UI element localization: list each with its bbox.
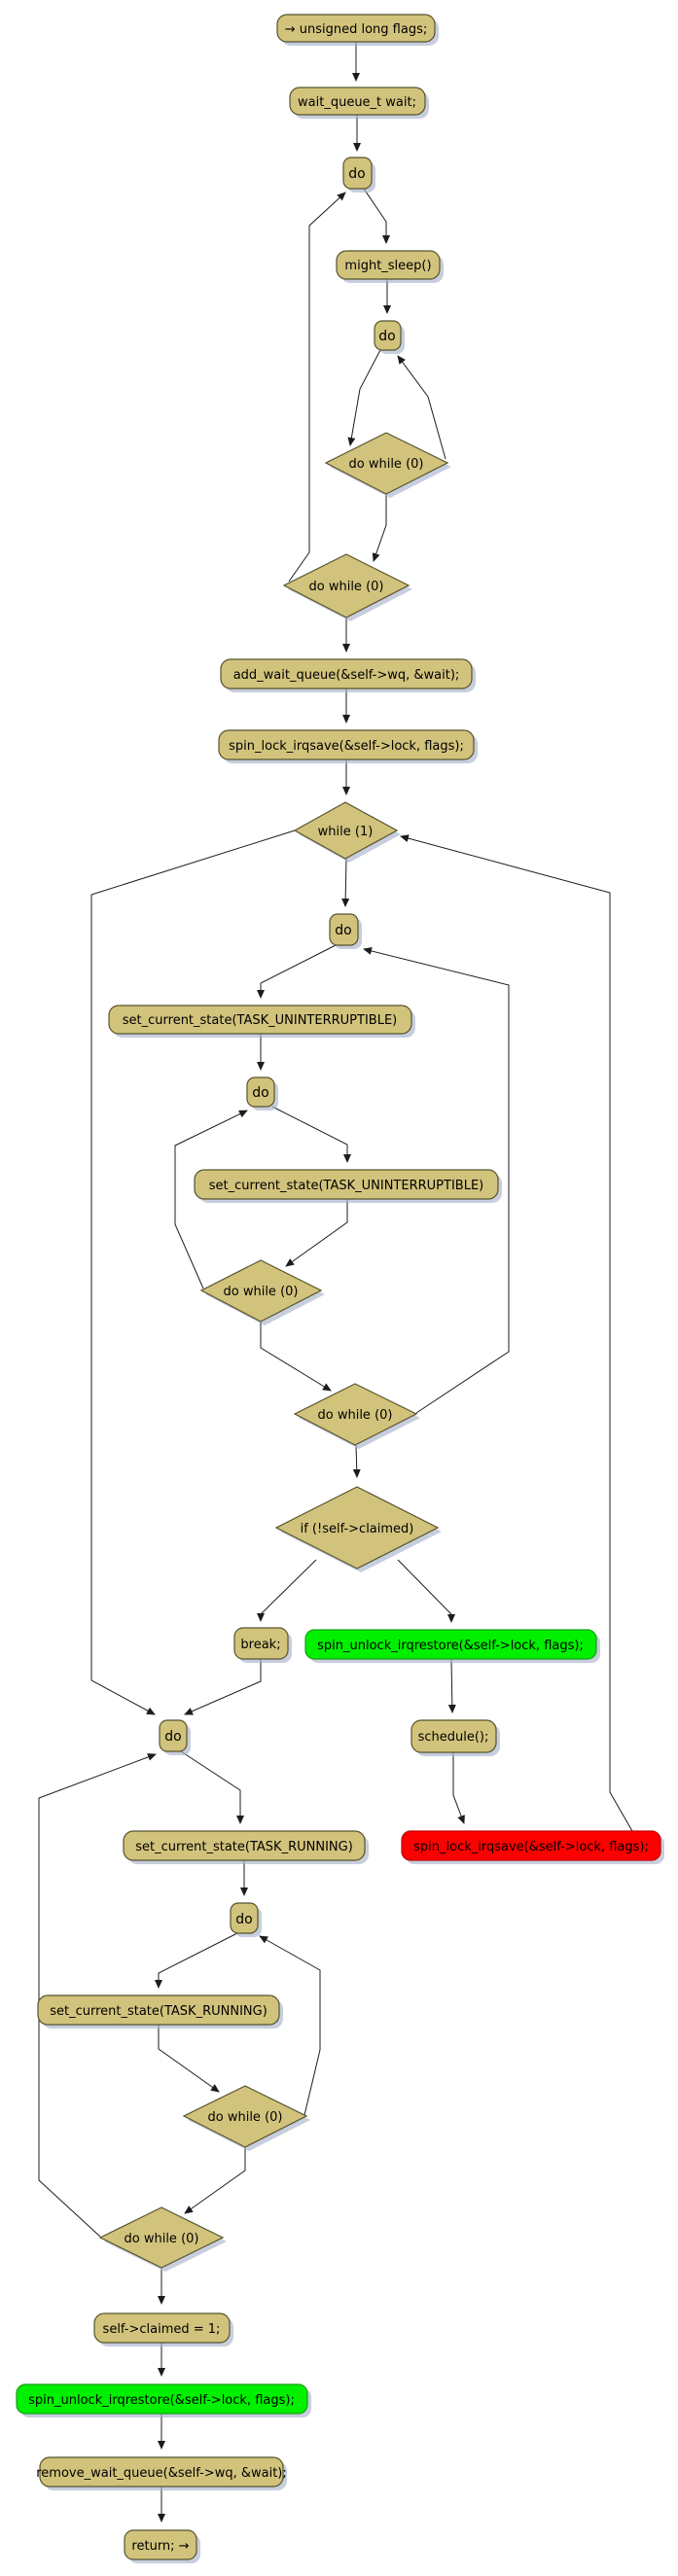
node-start-flags: → unsigned long flags; <box>276 14 439 46</box>
node-dowhile-might-inner: do while (0) <box>324 432 451 498</box>
node-while-1: while (1) <box>293 801 401 863</box>
node-label: spin_lock_irqsave(&self->lock, flags); <box>229 739 464 754</box>
edge-setstate2-to-dowhile-unint-inner <box>285 1199 348 1267</box>
node-label: set_current_state(TASK_UNINTERRUPTIBLE) <box>123 1013 397 1028</box>
node-label: spin_unlock_irqrestore(&self->lock, flag… <box>28 2393 295 2408</box>
node-label: do <box>164 1729 181 1745</box>
node-dowhile-running-outer: do while (0) <box>98 2206 227 2272</box>
node-label: break; <box>240 1638 280 1652</box>
edge-if-to-break <box>257 1559 317 1622</box>
node-label: spin_unlock_irqrestore(&self->lock, flag… <box>317 1639 584 1653</box>
node-label: schedule(); <box>418 1730 489 1745</box>
edge-dowhile-running-outer-back <box>38 1753 157 2238</box>
node-label: set_current_state(TASK_UNINTERRUPTIBLE) <box>209 1179 483 1193</box>
node-do-might-inner: do <box>374 320 405 354</box>
node-label: do while (0) <box>318 1408 393 1423</box>
node-label: set_current_state(TASK_RUNNING) <box>50 2004 268 2019</box>
node-do-running-inner: do <box>230 1902 262 1937</box>
node-set-state-running-1: set_current_state(TASK_RUNNING) <box>123 1830 369 1864</box>
node-set-state-uninterruptible-2: set_current_state(TASK_UNINTERRUPTIBLE) <box>194 1169 502 1203</box>
node-label: self->claimed = 1; <box>103 2322 221 2337</box>
node-do-might-outer: do <box>342 157 375 193</box>
node-label: do <box>252 1085 268 1101</box>
node-set-state-running-2: set_current_state(TASK_RUNNING) <box>37 1994 283 2029</box>
node-schedule: schedule(); <box>410 1719 500 1756</box>
node-self-claimed: self->claimed = 1; <box>93 2312 233 2347</box>
node-do-uninterruptible-inner: do <box>246 1076 278 1111</box>
node-label: do while (0) <box>309 580 384 594</box>
node-label: might_sleep() <box>344 259 431 273</box>
edge-dowhile-running-inner-to-outer <box>184 2147 246 2214</box>
node-label: do while (0) <box>125 2232 199 2246</box>
node-label: if (!self->claimed) <box>301 1522 414 1536</box>
node-wait-queue: wait_queue_t wait; <box>289 87 429 119</box>
edge-dowhile-inner-to-dowhile-outer <box>372 494 387 562</box>
edge-setrunning2-to-dowhile-running-inner <box>158 2025 220 2093</box>
node-dowhile-uninterruptible-inner: do while (0) <box>199 1259 325 1325</box>
edge-dowhile-unint-inner-to-outer <box>260 1322 332 1392</box>
node-label: spin_lock_irqsave(&self->lock, flags); <box>413 1840 649 1854</box>
edge-spinunlock1-to-schedule <box>447 1658 456 1713</box>
edge-dowhile-unint-inner-back <box>174 1110 248 1289</box>
edge-dowhile-inner-back-to-do-inner <box>397 355 446 460</box>
node-dowhile-might-outer: do while (0) <box>282 553 412 621</box>
node-might-sleep: might_sleep() <box>336 250 444 283</box>
node-spin-lock-irqsave-2: spin_lock_irqsave(&self->lock, flags); <box>401 1830 664 1864</box>
node-do-running-outer: do <box>159 1719 191 1755</box>
node-return: return; → <box>124 2529 200 2563</box>
node-spin-lock-irqsave-1: spin_lock_irqsave(&self->lock, flags); <box>218 729 478 763</box>
node-label: do while (0) <box>208 2110 283 2125</box>
node-label: remove_wait_queue(&self->wq, &wait); <box>36 2466 287 2481</box>
node-label: do while (0) <box>224 1285 299 1299</box>
node-set-state-uninterruptible-1: set_current_state(TASK_UNINTERRUPTIBLE) <box>108 1005 415 1038</box>
node-remove-wait-queue: remove_wait_queue(&self->wq, &wait); <box>36 2456 287 2490</box>
node-spin-unlock-irqrestore-1: spin_unlock_irqrestore(&self->lock, flag… <box>304 1629 600 1663</box>
edge-while1-to-do-running <box>90 829 296 1715</box>
edge-dowhile-outer-back-to-do-might <box>288 192 346 582</box>
node-add-wait-queue: add_wait_queue(&self->wq, &wait); <box>220 658 476 692</box>
node-break: break; <box>233 1627 292 1663</box>
edge-while1-to-do-uninterruptible <box>341 858 350 907</box>
node-spin-unlock-irqrestore-2: spin_unlock_irqrestore(&self->lock, flag… <box>16 2383 311 2417</box>
flow-edges <box>38 42 633 2523</box>
edge-dowhile-unint-outer-to-if <box>352 1444 361 1478</box>
edge-do-running-to-setrunning1 <box>180 1750 244 1824</box>
edge-schedule-to-spinlock2 <box>452 1752 465 1824</box>
node-label: do <box>348 166 365 182</box>
edge-do-unint-to-setstate1 <box>257 944 337 999</box>
edge-dowhile-unint-outer-back <box>363 947 510 1414</box>
node-label: do <box>378 329 395 344</box>
edge-do-unint-inner-to-setstate2 <box>271 1106 351 1163</box>
node-label: add_wait_queue(&self->wq, &wait); <box>233 668 460 683</box>
node-do-uninterruptible-outer: do <box>329 913 362 949</box>
edge-dowhile-running-inner-back <box>259 1935 321 2116</box>
node-dowhile-running-inner: do while (0) <box>182 2085 310 2151</box>
edge-do-inner-to-dowhile-inner <box>347 349 381 446</box>
node-label: do <box>235 1912 252 1927</box>
edge-do-might-to-mightsleep <box>363 188 390 244</box>
node-label: → unsigned long flags; <box>285 22 428 37</box>
node-label: do while (0) <box>349 457 424 472</box>
node-dowhile-uninterruptible-outer: do while (0) <box>293 1383 420 1449</box>
edge-if-to-spinunlock1 <box>397 1559 455 1623</box>
node-label: wait_queue_t wait; <box>298 95 416 110</box>
node-label: return; → <box>131 2539 189 2554</box>
node-label: set_current_state(TASK_RUNNING) <box>135 1840 353 1854</box>
edge-break-to-do-running <box>184 1659 262 1715</box>
node-label: while (1) <box>318 825 374 839</box>
edge-spinlock2-back-to-while1 <box>400 834 633 1832</box>
edge-do-running-inner-to-setrunning2 <box>155 1932 238 1989</box>
node-if-not-claimed: if (!self->claimed) <box>274 1486 442 1572</box>
node-label: do <box>335 923 351 938</box>
